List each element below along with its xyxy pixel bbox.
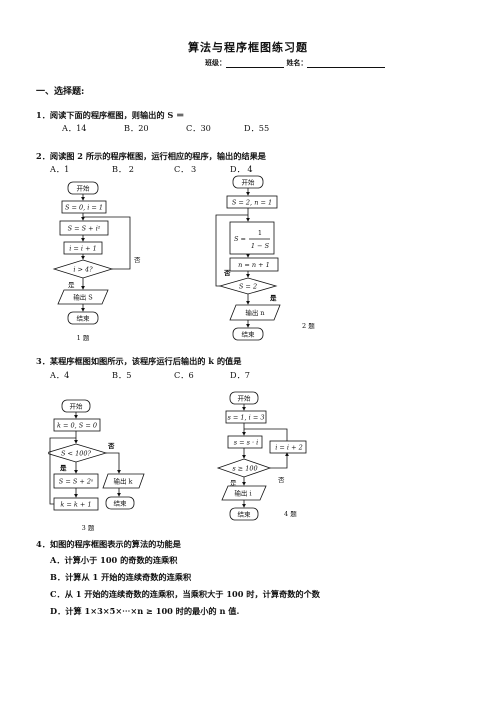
- f2-init: S = 2, n = 1: [232, 199, 272, 207]
- f3-inc: k = k + 1: [60, 501, 91, 509]
- f2-no: 否: [223, 269, 231, 277]
- q1-option-d[interactable]: D．55: [244, 123, 270, 133]
- f3-yes: 是: [59, 463, 67, 472]
- section-heading: 一、选择题:: [36, 87, 85, 97]
- q4-option-d[interactable]: D．计算 1×3×5×⋯×n ≥ 100 时的最小的 n 值.: [50, 606, 240, 616]
- f2-yes: 是: [269, 293, 277, 302]
- f1-start: 开始: [77, 184, 91, 193]
- f2-output: 输出 n: [245, 308, 264, 317]
- f4-update: s = s · i: [234, 439, 259, 447]
- q4-option-b[interactable]: B．计算从 1 开始的连续奇数的连乘积: [50, 572, 192, 582]
- f3-no: 否: [107, 442, 115, 450]
- f4-inc: i = i + 2: [275, 444, 302, 452]
- flowchart-1: 开始 S = 0, i = 1 S = S + i² i = i + 1 i >…: [52, 181, 141, 342]
- q2-option-a[interactable]: A．1: [50, 164, 70, 174]
- flowchart-3: 开始 k = 0, S = 0 S < 100? 否 是 S = S + 2ˢ …: [48, 399, 145, 532]
- f4-output: 输出 i: [234, 489, 251, 498]
- q3-option-d[interactable]: D．7: [230, 370, 250, 380]
- q3-option-b[interactable]: B．5: [112, 370, 132, 380]
- question-1-options: A．14 B．20 C．30 D．55: [62, 122, 269, 134]
- class-blank[interactable]: [226, 60, 284, 68]
- flowchart-2: 开始 S = 2, n = 1 S = 1 1 − S n = n + 1 S …: [215, 175, 315, 341]
- q3-option-a[interactable]: A．4: [50, 370, 70, 380]
- question-3-stem: 3．某程序框图如图所示，该程序运行后输出的 k 的值是: [36, 356, 242, 366]
- f3-caption: 3 题: [82, 524, 95, 532]
- f1-no: 否: [134, 256, 141, 264]
- q2-option-d[interactable]: D． 4: [230, 164, 253, 174]
- f2-update-num: 1: [258, 229, 262, 237]
- question-4-stem: 4．如图的程序框图表示的算法的功能是: [36, 539, 181, 549]
- f4-caption: 4 题: [284, 510, 297, 518]
- q3-option-c[interactable]: C．6: [174, 370, 194, 380]
- f1-output: 输出 S: [73, 293, 93, 302]
- f1-cond: i > 4?: [73, 266, 93, 274]
- question-1-stem: 1．阅读下面的程序框图，则输出的 S ＝: [36, 110, 185, 120]
- q1-option-a[interactable]: A．14: [62, 123, 87, 133]
- f3-update: S = S + 2ˢ: [59, 478, 93, 486]
- f3-init: k = 0, S = 0: [57, 422, 97, 430]
- q2-option-c[interactable]: C． 3: [174, 164, 197, 174]
- f1-caption: 1 题: [77, 334, 90, 342]
- class-label: 班级：: [205, 58, 226, 67]
- f3-output: 输出 k: [113, 477, 132, 486]
- f2-start: 开始: [242, 178, 256, 187]
- f2-caption: 2 题: [302, 322, 315, 330]
- f4-cond: s ≥ 100: [232, 465, 257, 473]
- f1-inc: i = i + 1: [69, 245, 96, 253]
- q1-option-c[interactable]: C．30: [186, 123, 211, 133]
- q4-option-c[interactable]: C．从 1 开始的连续奇数的连乘积，当乘积大于 100 时，计算奇数的个数: [50, 589, 320, 599]
- f1-update: S = S + i²: [68, 225, 101, 233]
- f1-init: S = 0, i = 1: [65, 204, 103, 212]
- f4-end: 结束: [238, 510, 252, 519]
- question-3-options: A．4 B．5 C．6 D．7: [50, 369, 250, 381]
- f3-start: 开始: [70, 402, 84, 411]
- f4-yes: 是: [230, 479, 237, 487]
- f3-end: 结束: [114, 499, 128, 508]
- page-title: 算法与程序框图练习题: [188, 41, 308, 54]
- f1-yes: 是: [68, 281, 75, 289]
- f2-cond: S = 2: [239, 283, 257, 291]
- flowchart-4: 开始 s = 1, i = 3 s = s · i i = i + 2 s ≥ …: [216, 391, 307, 521]
- name-label: 姓名：: [286, 58, 308, 67]
- student-info-line: 班级： 姓名：: [205, 58, 386, 68]
- f2-inc: n = n + 1: [238, 261, 270, 269]
- q1-option-b[interactable]: B．20: [124, 123, 149, 133]
- question-2-stem: 2．阅读图 2 所示的程序框图，运行相应的程序，输出的结果是: [36, 151, 266, 161]
- f2-update-left: S =: [234, 235, 246, 243]
- f1-end: 结束: [77, 314, 91, 323]
- f4-start: 开始: [238, 394, 252, 403]
- q2-option-b[interactable]: B． 2: [112, 164, 135, 174]
- q4-option-a[interactable]: A．计算小于 100 的奇数的连乘积: [50, 555, 178, 565]
- name-blank[interactable]: [307, 60, 386, 68]
- f2-update-den: 1 − S: [251, 242, 270, 250]
- f4-no: 否: [278, 476, 285, 484]
- question-2-options: A．1 B． 2 C． 3 D． 4: [50, 163, 253, 175]
- f4-init: s = 1, i = 3: [228, 414, 265, 422]
- f3-cond: S < 100?: [61, 450, 91, 458]
- f2-end: 结束: [242, 330, 256, 339]
